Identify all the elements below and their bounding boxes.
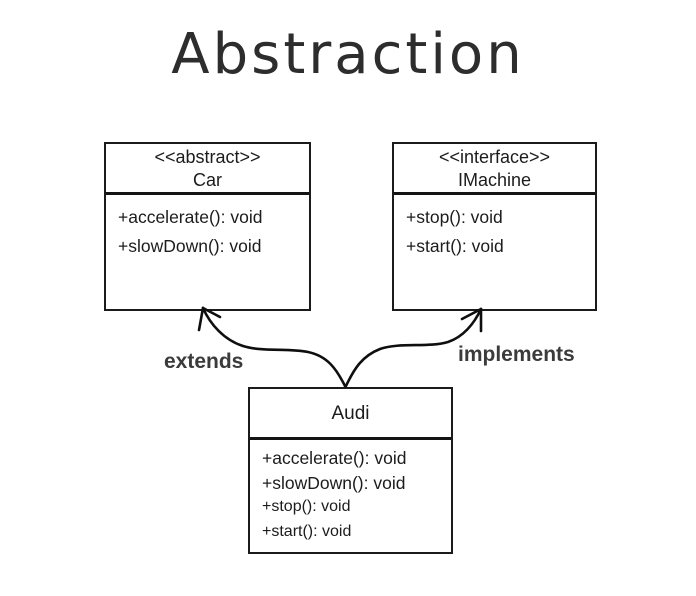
implements-label: implements [458,343,575,366]
class-header-audi: Audi [250,389,451,440]
extends-arrow [197,306,347,388]
method-item: +slowDown(): void [262,472,406,493]
class-name: IMachine [457,170,532,190]
class-box-audi: Audi +accelerate(): void +slowDown(): vo… [248,387,453,554]
class-header-car: <<abstract>> Car [106,144,309,195]
class-box-imachine: <<interface>> IMachine +stop(): void +st… [392,142,597,311]
class-methods-car: +accelerate(): void +slowDown(): void [106,195,309,261]
method-item: +stop(): void [262,498,351,515]
class-name: Audi [331,402,370,424]
extends-label: extends [164,350,244,373]
method-item: +stop(): void [406,207,503,227]
class-box-car: <<abstract>> Car +accelerate(): void +sl… [104,142,311,311]
class-methods-audi: +accelerate(): void +slowDown(): void +s… [250,440,451,544]
method-item: +accelerate(): void [118,207,263,227]
class-stereotype: <<interface>> [438,147,551,167]
class-methods-imachine: +stop(): void +start(): void [394,195,595,261]
class-stereotype: <<abstract>> [154,147,261,167]
diagram-title: Abstraction [171,22,525,87]
method-item: +slowDown(): void [118,236,262,256]
class-name: Car [192,170,222,190]
method-item: +start(): void [262,522,352,540]
method-item: +accelerate(): void [262,448,407,468]
method-item: +start(): void [406,236,504,256]
class-header-imachine: <<interface>> IMachine [394,144,595,195]
